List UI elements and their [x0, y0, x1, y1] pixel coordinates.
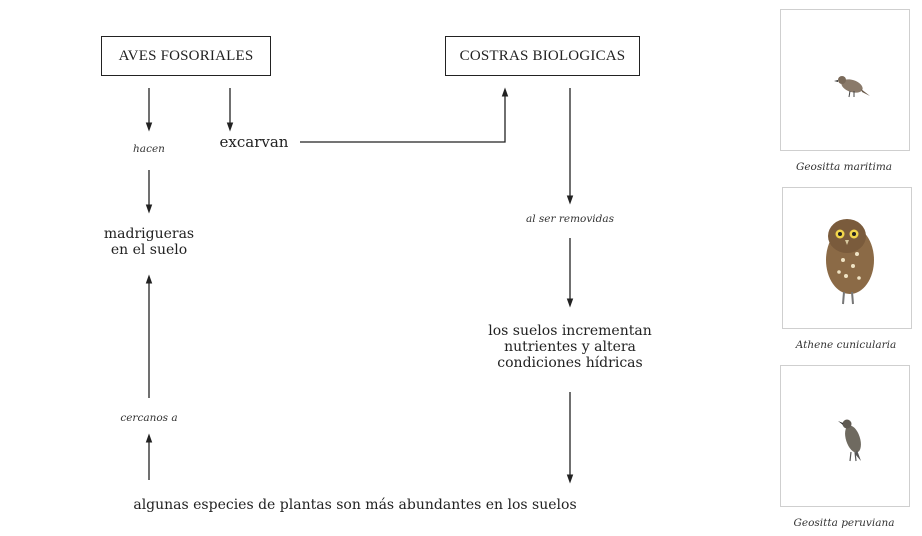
species-caption-1: Geositta maritima: [795, 161, 893, 173]
node-suelos-line3: condiciones hídricas: [497, 355, 643, 371]
small-bird-photo-icon: [834, 76, 870, 98]
edge-label-hacen: hacen: [133, 143, 165, 155]
node-costras-biologicas: COSTRAS BIOLOGICAS: [445, 36, 640, 76]
node-madrigueras-line1: madrigueras: [103, 226, 195, 242]
node-madrigueras: madrigueras en el suelo: [74, 226, 224, 258]
species-photo-1: [780, 9, 910, 151]
species-photo-2: [782, 187, 912, 329]
node-suelos-line1: los suelos incrementan: [488, 323, 652, 339]
edge-label-excarvan: excarvan: [219, 133, 289, 151]
species-caption-2: Athene cunicularia: [795, 339, 897, 351]
small-bird-photo-icon-2: [838, 419, 861, 462]
node-aves-label: AVES FOSORIALES: [118, 47, 254, 64]
species-caption-3: Geositta peruviana: [793, 517, 895, 529]
node-suelos-line2: nutrientes y altera: [504, 339, 636, 355]
edge-label-al-ser-removidas: al ser removidas: [525, 213, 615, 225]
node-suelos: los suelos incrementan nutrientes y alte…: [465, 323, 675, 371]
edge-label-cercanos-a: cercanos a: [120, 412, 178, 424]
species-photo-3: [780, 365, 910, 507]
node-costras-label: COSTRAS BIOLOGICAS: [459, 47, 626, 64]
node-madrigueras-line2: en el suelo: [110, 242, 188, 258]
arrow-excarvan-to-costras: [300, 87, 509, 143]
burrowing-owl-photo-icon: [826, 219, 874, 305]
node-aves-fosoriales: AVES FOSORIALES: [101, 36, 271, 76]
node-plantas: algunas especies de plantas son más abun…: [133, 497, 577, 513]
